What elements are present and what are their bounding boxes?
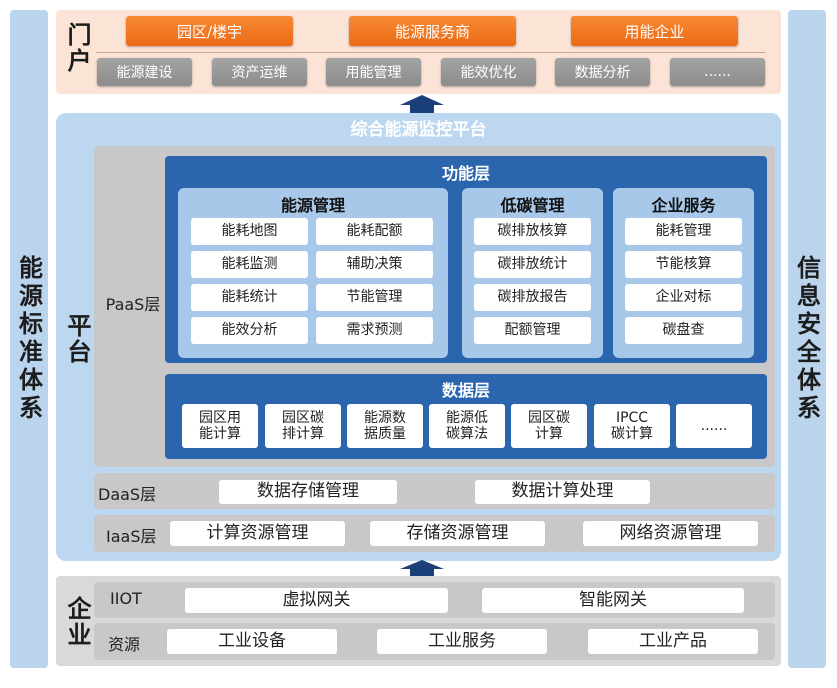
industrial-service-cell[interactable]: 工业服务 bbox=[377, 629, 547, 654]
portal-button-energy-enterprise[interactable]: 用能企业 bbox=[571, 16, 738, 46]
energy-statistics-cell[interactable]: 能耗统计 bbox=[191, 284, 308, 311]
portal-section: 门户 园区/楼宇 能源服务商 用能企业 能源建设 资产运维 用能管理 能效优化 … bbox=[56, 10, 781, 94]
portal-button-energy-provider[interactable]: 能源服务商 bbox=[349, 16, 516, 46]
portal-divider bbox=[96, 52, 766, 53]
carbon-accounting-cell[interactable]: 碳排放核算 bbox=[474, 218, 591, 245]
data-storage-mgmt-cell[interactable]: 数据存储管理 bbox=[219, 480, 397, 504]
enterprise-energy-mgmt-cell[interactable]: 能耗管理 bbox=[625, 218, 742, 245]
platform-title: 综合能源监控平台 bbox=[350, 119, 487, 140]
paas-label: PaaS层 bbox=[105, 295, 161, 314]
daas-row: DaaS层 数据存储管理 数据计算处理 bbox=[94, 473, 775, 509]
carbon-inventory-cell[interactable]: 碳盘查 bbox=[625, 317, 742, 344]
low-carbon-algorithm-cell[interactable]: 能源低 碳算法 bbox=[429, 404, 505, 448]
portal-tab-more[interactable]: ...... bbox=[670, 58, 765, 86]
quota-management-cell[interactable]: 配额管理 bbox=[474, 317, 591, 344]
efficiency-analysis-cell[interactable]: 能效分析 bbox=[191, 317, 308, 344]
energy-data-quality-cell[interactable]: 能源数 据质量 bbox=[347, 404, 423, 448]
function-layer-title: 功能层 bbox=[441, 164, 490, 183]
low-carbon-group: 低碳管理 碳排放核算 碳排放统计 碳排放报告 配额管理 bbox=[462, 188, 603, 358]
energy-map-cell[interactable]: 能耗地图 bbox=[191, 218, 308, 245]
portal-tab-asset-ops[interactable]: 资产运维 bbox=[212, 58, 307, 86]
carbon-report-cell[interactable]: 碳排放报告 bbox=[474, 284, 591, 311]
smart-gateway-cell[interactable]: 智能网关 bbox=[482, 588, 744, 613]
compute-resource-cell[interactable]: 计算资源管理 bbox=[170, 521, 345, 546]
portal-tab-efficiency[interactable]: 能效优化 bbox=[441, 58, 536, 86]
park-emission-calc-cell[interactable]: 园区碳 排计算 bbox=[265, 404, 341, 448]
benchmark-cell[interactable]: 企业对标 bbox=[625, 284, 742, 311]
paas-panel: PaaS层 功能层 能源管理 能耗地图 能耗配额 能耗监测 辅助决策 能耗统计 … bbox=[94, 146, 775, 467]
industrial-equipment-cell[interactable]: 工业设备 bbox=[167, 629, 337, 654]
virtual-gateway-cell[interactable]: 虚拟网关 bbox=[185, 588, 448, 613]
function-layer: 功能层 能源管理 能耗地图 能耗配额 能耗监测 辅助决策 能耗统计 节能管理 能… bbox=[165, 156, 767, 363]
iaas-row: IaaS层 计算资源管理 存储资源管理 网络资源管理 bbox=[94, 515, 775, 552]
storage-resource-cell[interactable]: 存储资源管理 bbox=[370, 521, 545, 546]
energy-saving-cell[interactable]: 节能管理 bbox=[316, 284, 433, 311]
energy-standard-label: 能源标准体系 bbox=[14, 255, 43, 423]
portal-tab-energy-use[interactable]: 用能管理 bbox=[326, 58, 421, 86]
data-layer-title: 数据层 bbox=[441, 381, 490, 400]
industrial-product-cell[interactable]: 工业产品 bbox=[588, 629, 758, 654]
energy-management-title: 能源管理 bbox=[280, 196, 345, 215]
network-resource-cell[interactable]: 网络资源管理 bbox=[583, 521, 758, 546]
daas-label: DaaS层 bbox=[98, 485, 157, 504]
energy-quota-cell[interactable]: 能耗配额 bbox=[316, 218, 433, 245]
iaas-label: IaaS层 bbox=[106, 527, 157, 546]
demand-forecast-cell[interactable]: 需求预测 bbox=[316, 317, 433, 344]
data-layer-more-cell[interactable]: ...... bbox=[676, 404, 752, 448]
up-arrow-icon bbox=[400, 95, 444, 113]
resources-label: 资源 bbox=[108, 635, 141, 654]
portal-tab-data-analysis[interactable]: 数据分析 bbox=[555, 58, 650, 86]
iiot-label: IIOT bbox=[110, 589, 142, 608]
data-layer: 数据层 园区用 能计算 园区碳 排计算 能源数 据质量 能源低 碳算法 园区碳 … bbox=[165, 374, 767, 459]
resources-row: 资源 工业设备 工业服务 工业产品 bbox=[94, 623, 775, 660]
enterprise-service-group: 企业服务 能耗管理 节能核算 企业对标 碳盘查 bbox=[613, 188, 754, 358]
enterprise-service-title: 企业服务 bbox=[651, 196, 716, 215]
enterprise-title: 企业 bbox=[63, 596, 91, 648]
ipcc-carbon-calc-cell[interactable]: IPCC 碳计算 bbox=[594, 404, 670, 448]
decision-support-cell[interactable]: 辅助决策 bbox=[316, 251, 433, 278]
up-arrow-icon bbox=[400, 560, 444, 576]
energy-management-group: 能源管理 能耗地图 能耗配额 能耗监测 辅助决策 能耗统计 节能管理 能效分析 … bbox=[178, 188, 448, 358]
enterprise-section: 企业 IIOT 虚拟网关 智能网关 资源 工业设备 工业服务 工业产品 bbox=[56, 576, 781, 666]
data-compute-cell[interactable]: 数据计算处理 bbox=[475, 480, 650, 504]
park-energy-calc-cell[interactable]: 园区用 能计算 bbox=[182, 404, 258, 448]
info-security-label: 信息安全体系 bbox=[792, 255, 821, 423]
platform-section: 综合能源监控平台 平台 PaaS层 功能层 能源管理 能耗地图 能耗配额 能耗监… bbox=[56, 113, 781, 561]
energy-standard-pillar: 能源标准体系 bbox=[10, 10, 48, 668]
saving-accounting-cell[interactable]: 节能核算 bbox=[625, 251, 742, 278]
energy-monitor-cell[interactable]: 能耗监测 bbox=[191, 251, 308, 278]
platform-side-label: 平台 bbox=[63, 313, 91, 365]
portal-button-park[interactable]: 园区/楼宇 bbox=[126, 16, 293, 46]
portal-title: 门户 bbox=[63, 22, 91, 74]
low-carbon-title: 低碳管理 bbox=[500, 196, 565, 215]
iiot-row: IIOT 虚拟网关 智能网关 bbox=[94, 582, 775, 618]
info-security-pillar: 信息安全体系 bbox=[788, 10, 826, 668]
carbon-statistics-cell[interactable]: 碳排放统计 bbox=[474, 251, 591, 278]
portal-tab-energy-construction[interactable]: 能源建设 bbox=[97, 58, 192, 86]
park-carbon-calc-cell[interactable]: 园区碳 计算 bbox=[511, 404, 587, 448]
